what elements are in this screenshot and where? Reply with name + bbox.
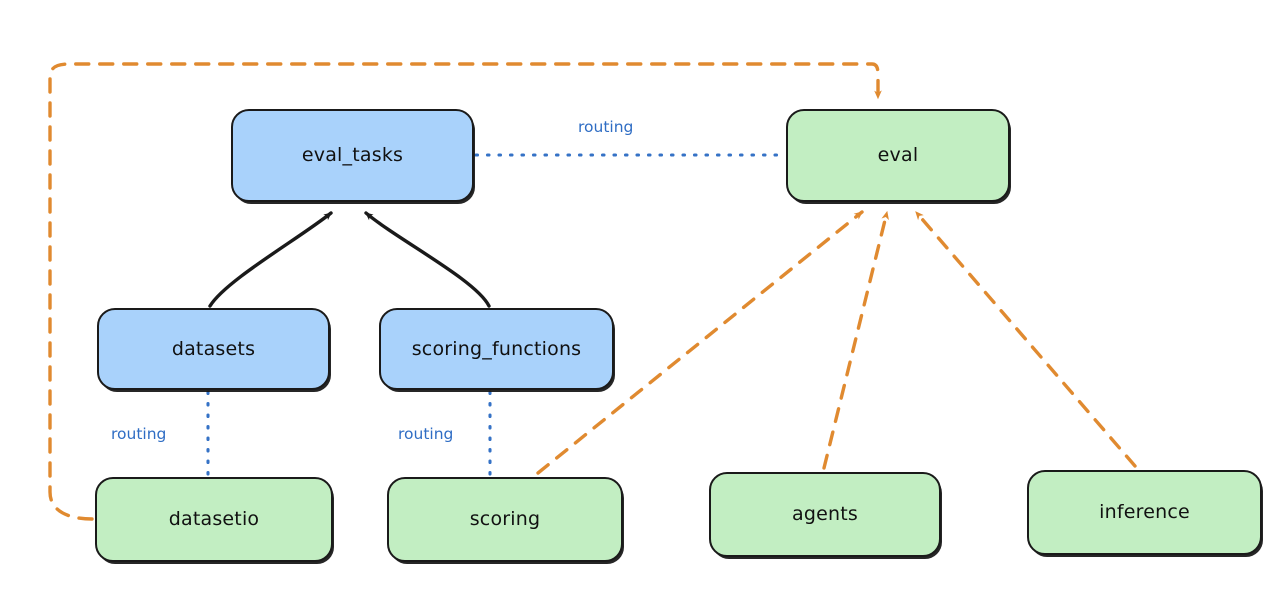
- node-label-agents: agents: [792, 503, 858, 526]
- node-label-datasets: datasets: [171, 337, 256, 360]
- edge-depends-agents-to-eval: [822, 210, 889, 470]
- node-inference[interactable]: inference: [1027, 470, 1262, 555]
- node-label-scoring-functions: scoring_functions: [411, 337, 582, 360]
- edge-uses-datasets-to-eval-tasks: [208, 211, 333, 308]
- edge-uses-scoring-functions-to-eval-tasks: [364, 211, 491, 308]
- edge-label-routing-eval-tasks-eval: routing: [578, 118, 634, 136]
- node-scoring-functions[interactable]: scoring_functions: [379, 308, 614, 390]
- node-agents[interactable]: agents: [709, 472, 941, 557]
- node-label-scoring: scoring: [469, 508, 541, 531]
- edge-label-routing-scoring-functions-scoring: routing: [398, 425, 454, 443]
- node-eval-tasks[interactable]: eval_tasks: [231, 109, 474, 202]
- node-label-inference: inference: [1099, 501, 1190, 524]
- edge-depends-inference-to-eval: [914, 210, 1137, 468]
- node-scoring[interactable]: scoring: [387, 477, 623, 562]
- node-datasets[interactable]: datasets: [97, 308, 330, 390]
- node-label-datasetio: datasetio: [168, 508, 260, 531]
- node-datasetio[interactable]: datasetio: [95, 477, 333, 562]
- node-eval[interactable]: eval: [786, 109, 1010, 202]
- node-label-eval: eval: [877, 144, 919, 167]
- node-label-eval-tasks: eval_tasks: [301, 144, 404, 167]
- edge-label-routing-datasets-datasetio: routing: [111, 425, 167, 443]
